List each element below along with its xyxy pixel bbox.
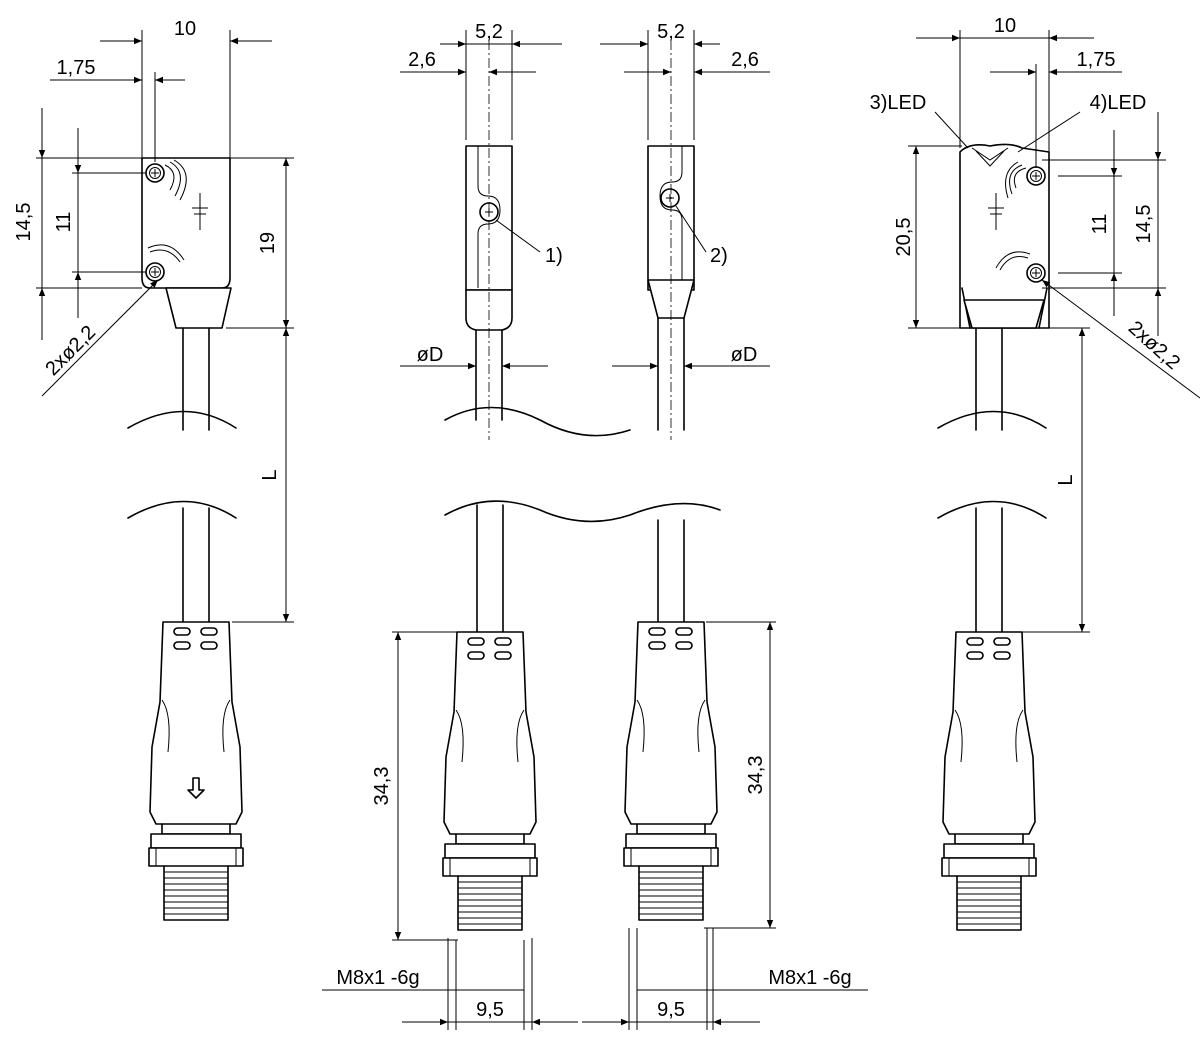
midright-plug-length-label: 34,3 (745, 756, 767, 795)
view-mid-left: 5,2 2,6 1) øD (400, 21, 631, 440)
right-height-label: 14,5 (1133, 205, 1155, 244)
midleft-plug-length-label: 34,3 (371, 767, 393, 806)
right-led-b-label: 4)LED (1090, 92, 1147, 114)
right-cable-length-label: L (1055, 474, 1077, 485)
midright-plug-width-label: 9,5 (657, 999, 685, 1021)
midleft-width-label: 5,2 (475, 21, 503, 43)
midleft-plug-width-label: 9,5 (476, 999, 504, 1021)
left-height-label: 14,5 (13, 203, 35, 242)
midleft-offset-label: 2,6 (408, 49, 436, 71)
midleft-diameter-label: øD (417, 344, 444, 366)
right-offset-label: 1,75 (1077, 49, 1116, 71)
view-mid-right: 5,2 2,6 2) øD (600, 21, 770, 440)
right-body-height-label: 20,5 (893, 218, 915, 257)
left-width-label: 10 (174, 18, 196, 40)
right-spacing-label: 11 (1089, 214, 1111, 235)
left-body-height-label: 19 (257, 232, 279, 254)
midright-thread-label: M8x1 -6g (768, 967, 851, 989)
view-left: 10 1,75 14,5 11 19 L 2xø2,2 (13, 18, 294, 921)
midright-width-label: 5,2 (657, 21, 685, 43)
left-offset-label: 1,75 (57, 57, 96, 79)
right-holes-label: 2xø2,2 (1124, 317, 1184, 374)
midleft-thread-label: M8x1 -6g (336, 967, 419, 989)
right-width-label: 10 (994, 15, 1016, 37)
left-holes-label: 2xø2,2 (41, 321, 100, 380)
midleft-ref-label: 1) (545, 245, 563, 267)
left-spacing-label: 11 (53, 212, 75, 233)
right-led-a-label: 3)LED (870, 92, 927, 114)
midright-diameter-label: øD (731, 344, 758, 366)
left-cable-length-label: L (259, 469, 281, 480)
midright-ref-label: 2) (710, 245, 728, 267)
mid-plugs: 34,3 34,3 M8x1 -6g M8x1 -6g 9,5 9,5 (322, 500, 868, 1030)
midright-offset-label: 2,6 (731, 49, 759, 71)
view-right: 10 1,75 3)LED 4)LED 20,5 11 14,5 2xø2,2 … (870, 15, 1200, 931)
